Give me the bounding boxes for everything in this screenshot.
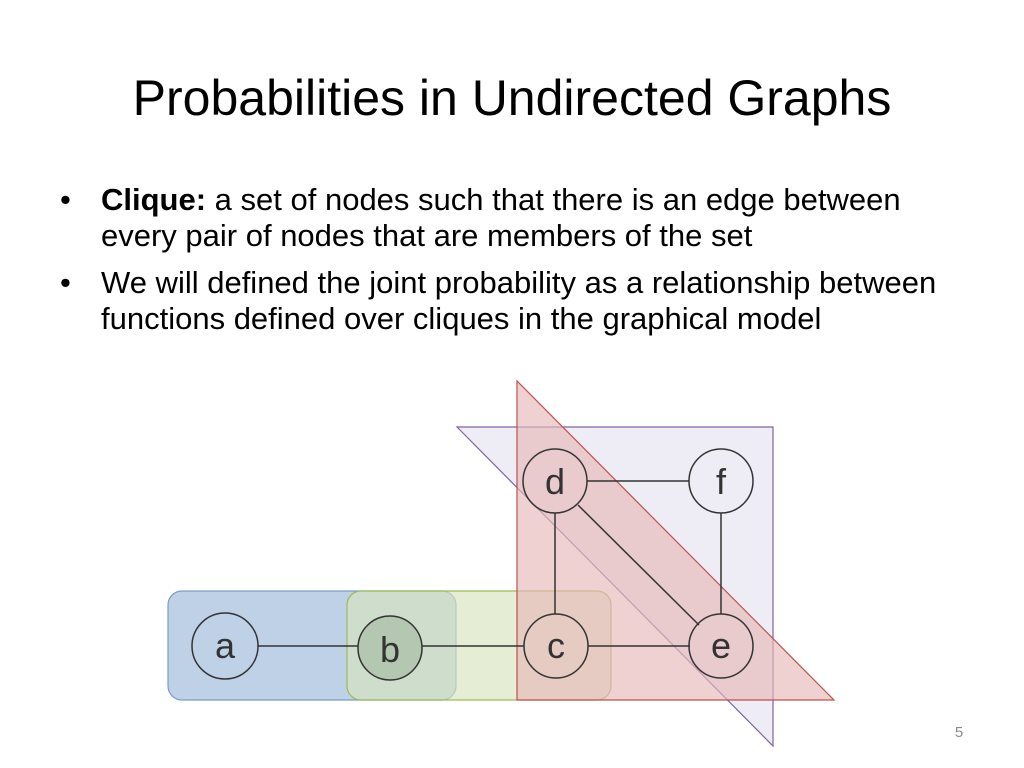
bullet-text: a set of nodes such that there is an edg… — [101, 182, 901, 253]
bullet-item-joint-probability: • We will defined the joint probability … — [58, 265, 958, 337]
bullet-text: We will defined the joint probability as… — [101, 265, 937, 336]
node-c-label: c — [547, 625, 565, 666]
node-f-circle — [688, 448, 754, 514]
graph-edges — [258, 480, 722, 647]
node-b: b — [357, 615, 423, 681]
slide-title: Probabilities in Undirected Graphs — [132, 70, 892, 126]
node-c-circle — [523, 613, 589, 679]
node-e: e — [688, 613, 754, 679]
node-d-circle — [522, 448, 588, 514]
node-a: a — [191, 612, 259, 680]
node-b-circle — [357, 615, 423, 681]
clique-cde-region — [516, 379, 836, 701]
bullet-dot: • — [60, 182, 71, 217]
node-d: d — [522, 448, 588, 514]
node-f: f — [688, 448, 754, 514]
node-a-label: a — [215, 625, 236, 666]
node-f-label: f — [716, 461, 727, 502]
page-number: 5 — [954, 724, 964, 741]
node-e-circle — [688, 613, 754, 679]
bullet-dot: • — [60, 265, 71, 300]
node-d-label: d — [545, 461, 565, 502]
node-a-circle — [191, 612, 259, 680]
bullet-list: • Clique: a set of nodes such that there… — [58, 182, 958, 348]
node-b-label: b — [380, 629, 400, 670]
node-e-label: e — [711, 625, 731, 666]
bullet-term: Clique: — [101, 182, 207, 217]
edge-d-e — [577, 504, 700, 626]
bullet-item-clique: • Clique: a set of nodes such that there… — [58, 182, 958, 254]
node-c: c — [523, 613, 589, 679]
